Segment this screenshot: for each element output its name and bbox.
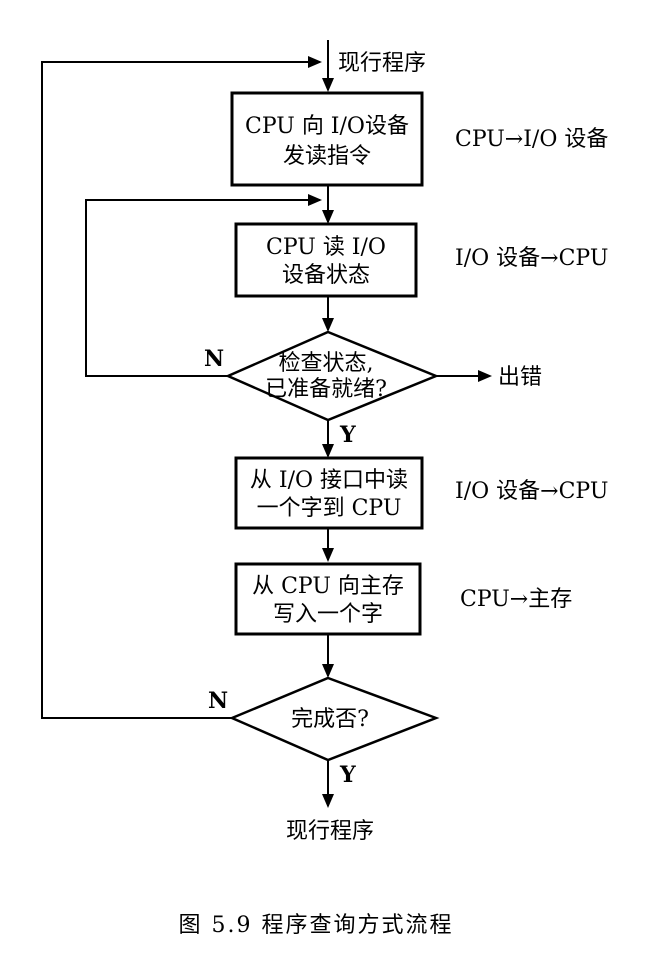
error-label: 出错 — [498, 365, 542, 390]
step-box-write-memory: 从 CPU 向主存 写入一个字 — [234, 562, 422, 636]
arrowhead — [308, 56, 322, 68]
figure-caption: 图 5.9 程序查询方式流程 — [179, 913, 454, 938]
decision-yes-label: Y — [339, 762, 356, 788]
step-line1: CPU 读 I/O — [266, 235, 386, 260]
arrowhead — [322, 78, 334, 92]
step-note: CPU→主存 — [460, 587, 572, 612]
step-box-read-word: 从 I/O 接口中读 一个字到 CPU — [234, 456, 424, 530]
step-note: I/O 设备→CPU — [455, 246, 608, 271]
step-note: I/O 设备→CPU — [455, 479, 608, 504]
step-line2: 设备状态 — [282, 263, 370, 288]
decision-line1: 检查状态, — [279, 351, 374, 376]
arrowhead — [322, 318, 334, 332]
decision-line2: 已准备就绪? — [265, 377, 387, 402]
decision-ready-check: 检查状态, 已准备就绪? — [224, 330, 440, 422]
decision-complete-check: 完成否? — [228, 676, 440, 762]
arrowhead — [322, 664, 334, 678]
connector-lines — [41, 40, 492, 808]
decision-no-label: N — [204, 346, 224, 372]
step-box-send-read-command: CPU 向 I/O设备 发读指令 — [230, 91, 424, 187]
arrowhead — [322, 548, 334, 562]
outer-loop-line — [41, 61, 320, 719]
step-line2: 写入一个字 — [273, 602, 383, 627]
arrowhead — [308, 194, 322, 206]
start-label: 现行程序 — [338, 51, 426, 76]
end-label: 现行程序 — [286, 819, 374, 844]
step-line1: 从 I/O 接口中读 — [250, 468, 408, 493]
decision-yes-label: Y — [339, 422, 356, 448]
step-note: CPU→I/O 设备 — [455, 127, 608, 152]
decision-line1: 完成否? — [291, 707, 369, 732]
inner-loop-line — [85, 199, 320, 377]
arrowhead — [322, 210, 334, 224]
step-line1: 从 CPU 向主存 — [252, 574, 404, 599]
arrowhead — [478, 370, 492, 382]
arrowhead — [322, 794, 334, 808]
step-line2: 一个字到 CPU — [257, 496, 402, 521]
step-line2: 发读指令 — [283, 144, 371, 169]
step-line1: CPU 向 I/O设备 — [245, 114, 409, 139]
decision-no-label: N — [208, 688, 228, 714]
step-box-read-status: CPU 读 I/O 设备状态 — [234, 222, 418, 298]
arrowhead — [322, 444, 334, 458]
